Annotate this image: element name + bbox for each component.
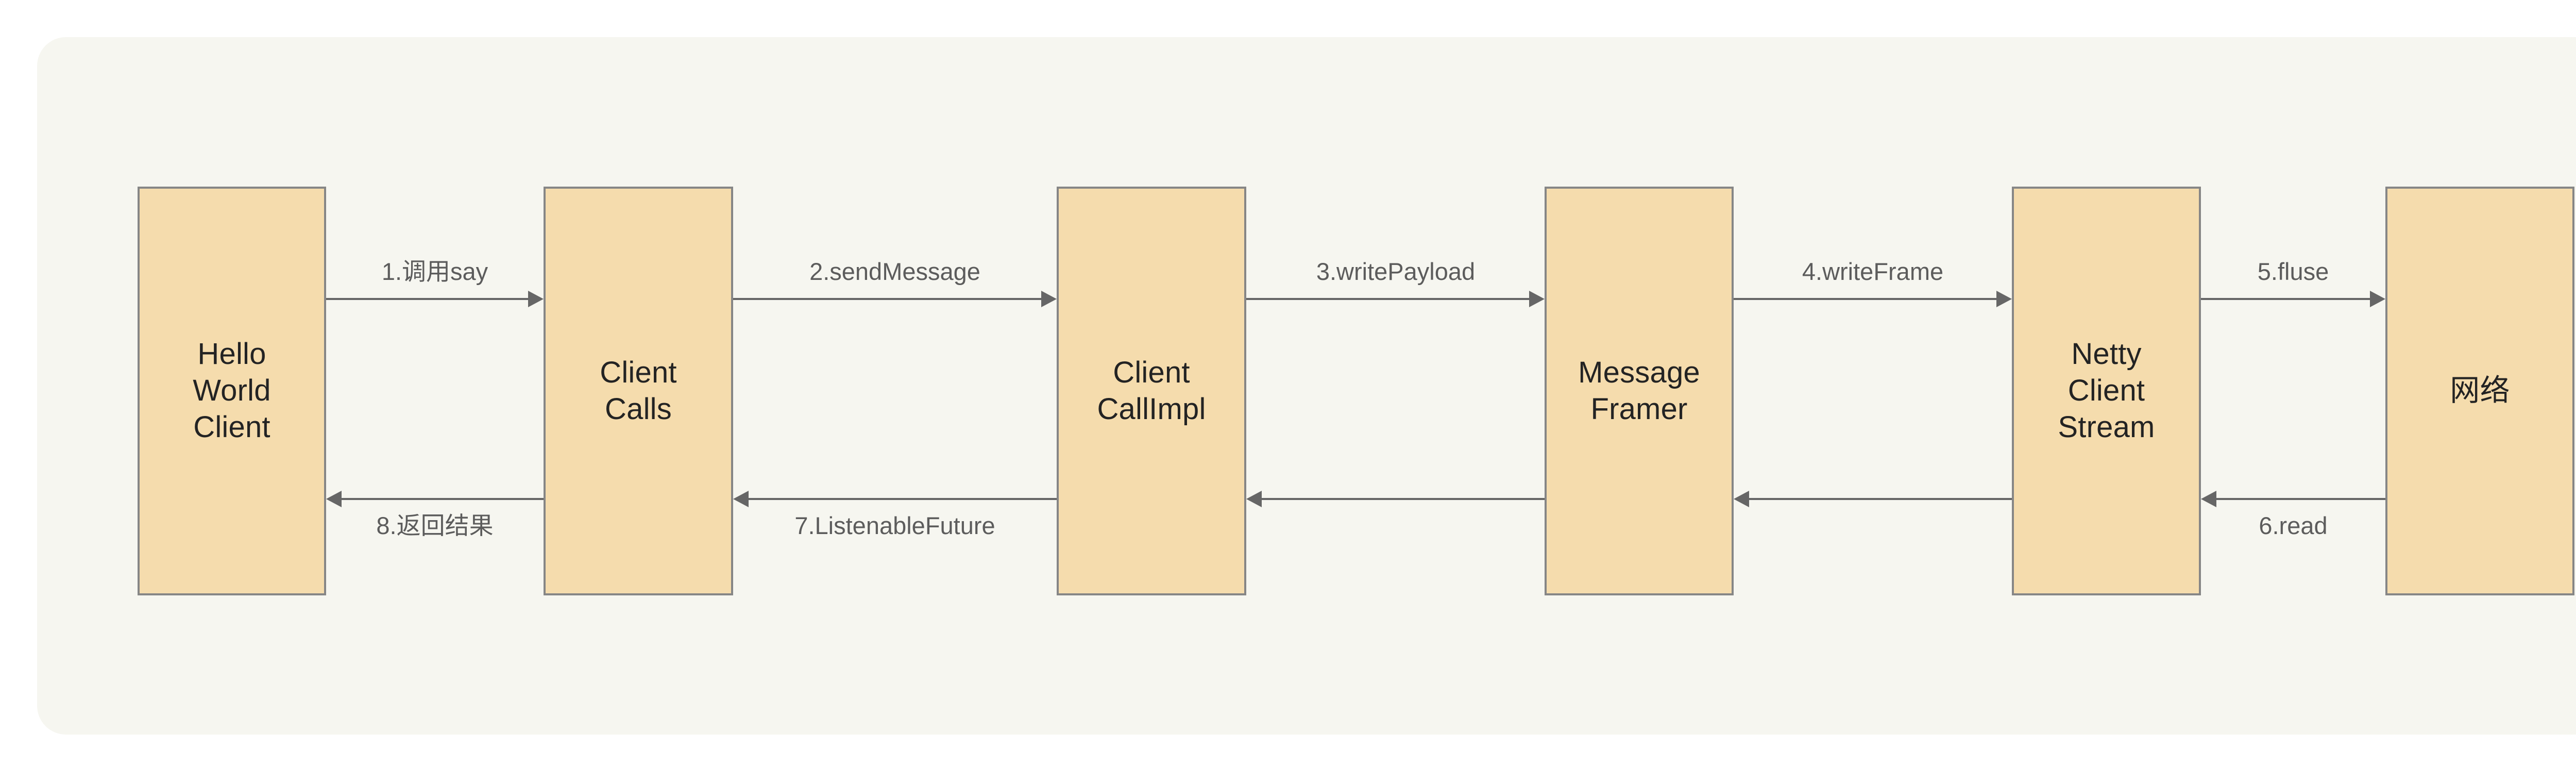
arrowhead-right-icon bbox=[528, 291, 544, 307]
arrowhead-left-icon bbox=[1734, 491, 1749, 507]
arrowhead-left-icon bbox=[326, 491, 342, 507]
edge-line bbox=[342, 498, 544, 500]
edge-label: 7.ListenableFuture bbox=[794, 512, 995, 539]
edge-line bbox=[1246, 298, 1529, 300]
edge-line bbox=[749, 498, 1057, 500]
edge-label: 5.fluse bbox=[2257, 258, 2329, 285]
edge-line bbox=[1262, 498, 1545, 500]
edge-label: 1.调用say bbox=[381, 258, 488, 285]
node-client-calls[interactable]: Client Calls bbox=[544, 187, 733, 595]
arrowhead-right-icon bbox=[1996, 291, 2012, 307]
node-label: Hello World Client bbox=[193, 337, 271, 444]
node-label: Client CallImpl bbox=[1097, 355, 1206, 426]
edge-label: 8.返回结果 bbox=[376, 512, 494, 539]
edge-label: 4.writeFrame bbox=[1802, 258, 1944, 285]
edge-label: 2.sendMessage bbox=[809, 258, 980, 285]
node-network[interactable]: 网络 bbox=[2385, 187, 2574, 595]
edge-line bbox=[1749, 498, 2012, 500]
arrowhead-left-icon bbox=[733, 491, 749, 507]
arrowhead-right-icon bbox=[1041, 291, 1057, 307]
edge-label: 6.read bbox=[2259, 512, 2328, 539]
arrowhead-right-icon bbox=[2370, 291, 2385, 307]
node-label: 网络 bbox=[2450, 374, 2510, 408]
edge-line bbox=[2216, 498, 2385, 500]
node-netty-client-stream[interactable]: Netty Client Stream bbox=[2012, 187, 2201, 595]
node-client-call-impl[interactable]: Client CallImpl bbox=[1057, 187, 1246, 595]
edge-line bbox=[733, 298, 1041, 300]
arrowhead-right-icon bbox=[1529, 291, 1545, 307]
edge-line bbox=[326, 298, 528, 300]
node-label: Message Framer bbox=[1578, 355, 1700, 426]
edge-line bbox=[2201, 298, 2370, 300]
node-hello-world-client[interactable]: Hello World Client bbox=[138, 187, 326, 595]
edge-label: 3.writePayload bbox=[1316, 258, 1476, 285]
node-label: Netty Client Stream bbox=[2058, 337, 2155, 444]
arrowhead-left-icon bbox=[1246, 491, 1262, 507]
edge-line bbox=[1734, 298, 1996, 300]
arrowhead-left-icon bbox=[2201, 491, 2216, 507]
node-message-framer[interactable]: Message Framer bbox=[1545, 187, 1734, 595]
node-label: Client Calls bbox=[600, 355, 677, 426]
